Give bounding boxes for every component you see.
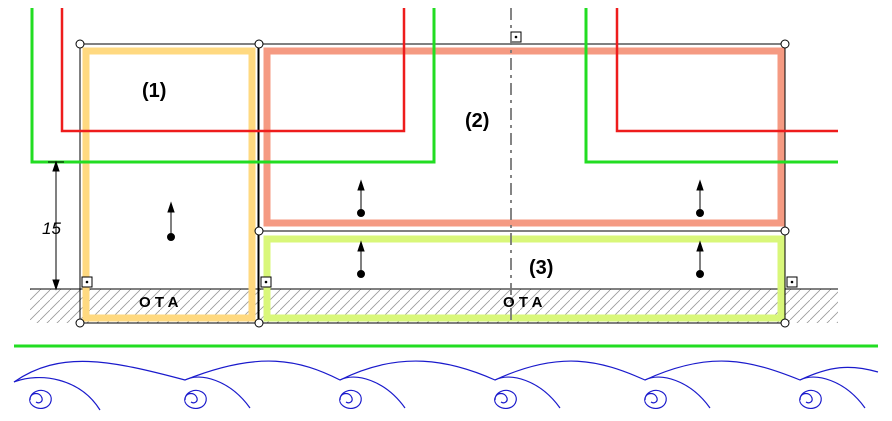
water-waves xyxy=(13,360,879,411)
region-2-outline xyxy=(263,47,785,227)
dimension-line xyxy=(48,160,64,291)
region-1-outline xyxy=(82,47,256,322)
region-3-label: (3) xyxy=(529,257,553,279)
corner-nodes xyxy=(75,39,790,328)
region-1-label: (1) xyxy=(142,80,166,102)
region-2-label: (2) xyxy=(465,110,489,132)
square-marker-dots xyxy=(85,35,794,284)
square-markers xyxy=(81,31,798,288)
dimension-label: 15 xyxy=(42,219,61,238)
green-lines xyxy=(30,8,838,164)
load-markers xyxy=(167,179,704,278)
ground-label-right: O T A xyxy=(503,294,543,311)
ground-label-left: O T A xyxy=(139,294,179,311)
red-lines xyxy=(60,8,838,133)
